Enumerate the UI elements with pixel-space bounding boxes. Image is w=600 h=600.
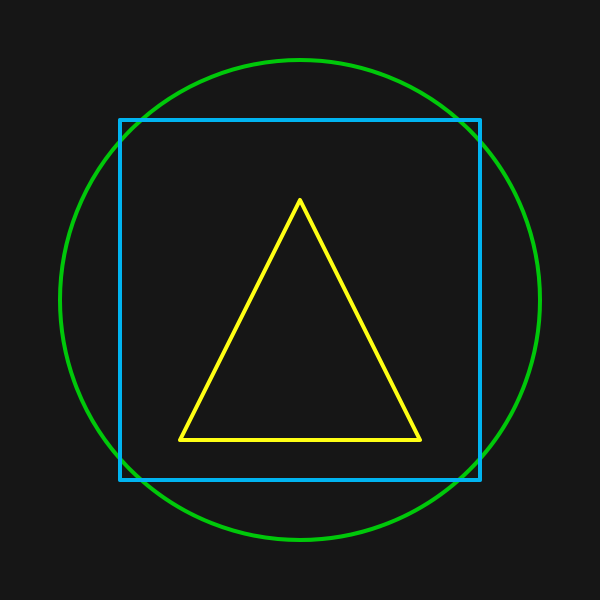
blue-square [118,118,482,482]
green-circle [58,58,542,542]
yellow-triangle [178,198,422,442]
